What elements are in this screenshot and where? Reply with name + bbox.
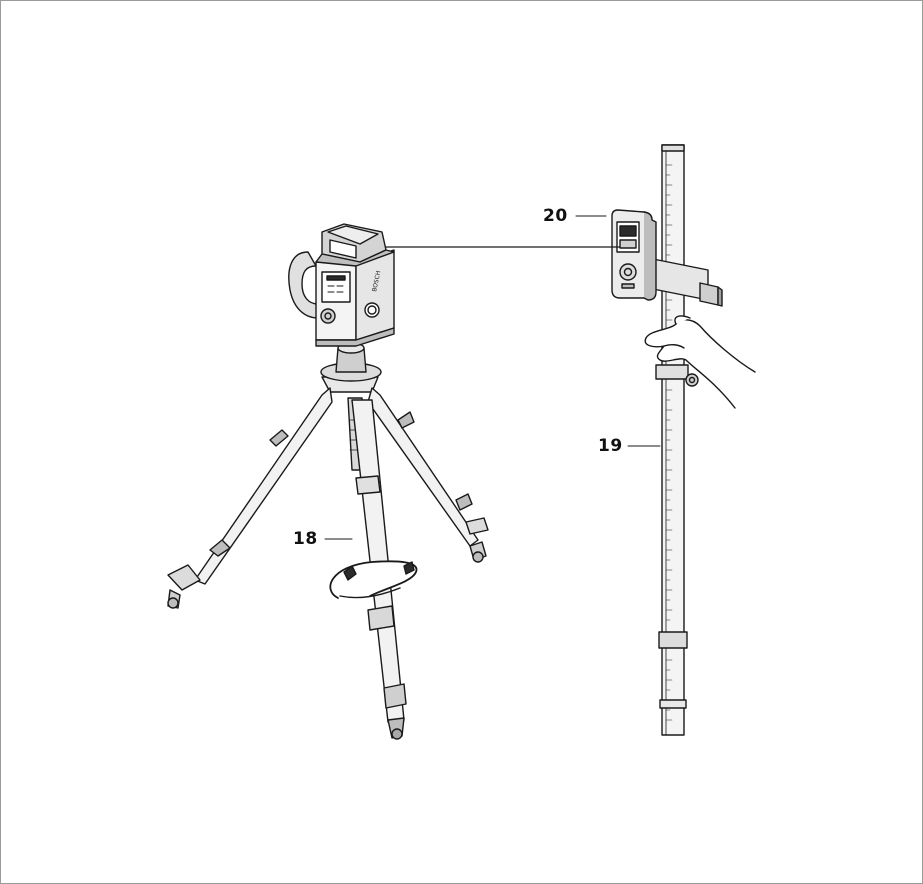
callout-tripod: 18 [293,529,318,549]
rotation-laser: BOSCH [288,223,395,347]
callout-laser-receiver: 20 [543,206,568,226]
tripod [167,342,489,740]
laser-receiver [611,209,657,301]
rod-clamp-knob [685,373,699,387]
device-brand-text: BOSCH [371,270,382,292]
callout-measuring-rod: 19 [598,436,623,456]
hand [644,315,756,409]
tripod-leg-left [194,387,333,585]
measuring-rod [655,144,699,736]
rod-clamp-middle [655,364,689,380]
rod-clamp-lower [658,631,688,649]
receiver-holder [647,257,723,307]
leader-lines [324,215,661,540]
